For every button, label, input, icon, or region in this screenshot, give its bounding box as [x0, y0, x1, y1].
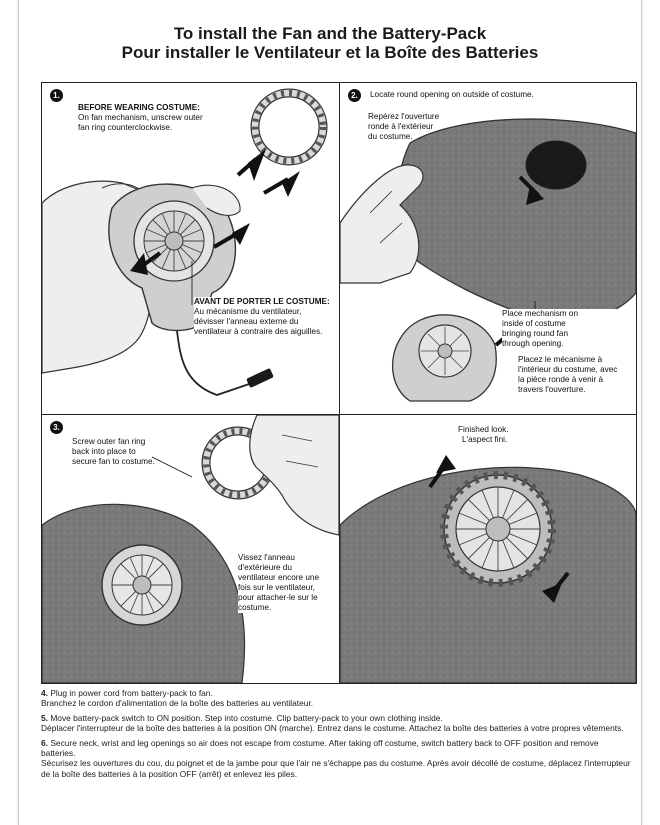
panel-2-caption-mid-english: Place mechanism on inside of costume bri…: [502, 309, 632, 349]
step-number: 5.: [41, 712, 48, 723]
panel-finished-look: Finished look. L'aspect fini.: [340, 415, 636, 683]
panel-4-caption: Finished look. L'aspect fini.: [458, 425, 568, 445]
ring-screw-illustration: [42, 415, 339, 683]
step-number: 4.: [41, 688, 48, 698]
caption-line: la pièce ronde à venir à: [518, 375, 604, 384]
step-5: 5. Move battery-pack switch to ON positi…: [41, 713, 635, 734]
caption-line: fois sur le ventilateur,: [238, 583, 315, 592]
panel-step-3: 3. Screw outer fan ring back into place …: [42, 415, 339, 683]
step-6: 6. Secure neck, wrist and leg openings s…: [41, 738, 635, 780]
caption-line: d'extérieure du: [238, 563, 292, 572]
fan-unscrew-illustration: [42, 88, 328, 396]
step-number-badge: 3.: [50, 421, 63, 434]
title-english: To install the Fan and the Battery-Pack: [173, 24, 487, 43]
caption-line: travers l'ouverture.: [518, 385, 586, 394]
caption-line: Place mechanism on: [502, 309, 578, 318]
panel-divider-vertical: [339, 83, 340, 683]
panel-3-caption-french: Vissez l'anneau d'extérieure du ventilat…: [238, 553, 336, 613]
step-text-english: Plug in power cord from battery-pack to …: [50, 688, 213, 698]
caption-line: through opening.: [502, 339, 564, 348]
caption-line: Repérez l'ouverture: [368, 112, 440, 121]
panel-2-caption-top-english: Locate round opening on outside of costu…: [370, 90, 534, 99]
panel-1-caption-french: AVANT DE PORTER LE COSTUME: Au mécanisme…: [194, 297, 339, 337]
illustration-grid: 1. BEFORE WEARING COSTUME: On fan mechan…: [41, 82, 637, 684]
caption-line: l'intérieur du costume, avec: [518, 365, 618, 374]
caption-line: ventilateur à contraire des aiguilles.: [194, 327, 323, 336]
caption-line: ronde à l'extérieur: [368, 122, 434, 131]
step-number-badge: 1.: [50, 89, 63, 102]
caption-line: Screw outer fan ring: [72, 437, 146, 446]
panel-step-1: 1. BEFORE WEARING COSTUME: On fan mechan…: [42, 83, 339, 414]
caption-line: bringing round fan: [502, 329, 569, 338]
step-4: 4. Plug in power cord from battery-pack …: [41, 688, 635, 709]
caption-line: inside of costume: [502, 319, 566, 328]
caption-line: du costume.: [368, 132, 413, 141]
caption-line: Au mécanisme du ventilateur,: [194, 307, 302, 316]
instruction-sheet: To install the Fan and the Battery-Pack …: [18, 0, 642, 825]
panel-2-caption-mid-french: Placez le mécanisme à l'intérieur du cos…: [518, 355, 636, 395]
title-french: Pour installer le Ventilateur et la Boît…: [121, 43, 539, 62]
step-text-english: Secure neck, wrist and leg openings so a…: [41, 737, 599, 759]
panel-2-caption-top-french: Repérez l'ouverture ronde à l'extérieur …: [368, 112, 488, 142]
caption-line: back into place to: [72, 447, 136, 456]
step-number-badge: 2.: [348, 89, 361, 102]
panel-1-caption-english: BEFORE WEARING COSTUME: On fan mechanism…: [78, 103, 248, 133]
caption-line: Finished look.: [458, 425, 509, 434]
step-text-french: Déplacer l'interrupteur de la boîte des …: [41, 723, 624, 734]
caption-line: pour attacher-le sur le: [238, 593, 318, 602]
step-text-french: Branchez le cordon d'alimentation de la …: [41, 698, 314, 709]
caption-line: costume.: [238, 603, 272, 612]
caption-line: dévisser l'anneau externe du: [194, 317, 299, 326]
caption-line: Placez le mécanisme à: [518, 355, 603, 364]
caption-line: ventilateur encore une: [238, 573, 320, 582]
panel-3-caption-english: Screw outer fan ring back into place to …: [72, 437, 192, 467]
finished-fan-illustration: [340, 455, 636, 683]
step-number: 6.: [41, 737, 48, 748]
panel-step-2: 2. Locate round opening on outside of co…: [340, 83, 636, 414]
step-text-french: Sécurisez les ouvertures du cou, du poig…: [41, 758, 631, 779]
step-instructions: 4. Plug in power cord from battery-pack …: [41, 688, 635, 783]
caption-line: secure fan to costume.: [72, 457, 155, 466]
caption-heading: BEFORE WEARING COSTUME:: [78, 103, 200, 112]
caption-line: Vissez l'anneau: [238, 553, 295, 562]
caption-line: fan ring counterclockwise.: [78, 123, 173, 132]
caption-line: L'aspect fini.: [462, 435, 508, 444]
caption-heading: AVANT DE PORTER LE COSTUME:: [194, 297, 330, 306]
caption-line: On fan mechanism, unscrew outer: [78, 113, 203, 122]
step-text-english: Move battery-pack switch to ON position.…: [50, 712, 443, 723]
panel-divider-horizontal: [42, 414, 636, 415]
costume-opening-illustration: [340, 118, 636, 402]
